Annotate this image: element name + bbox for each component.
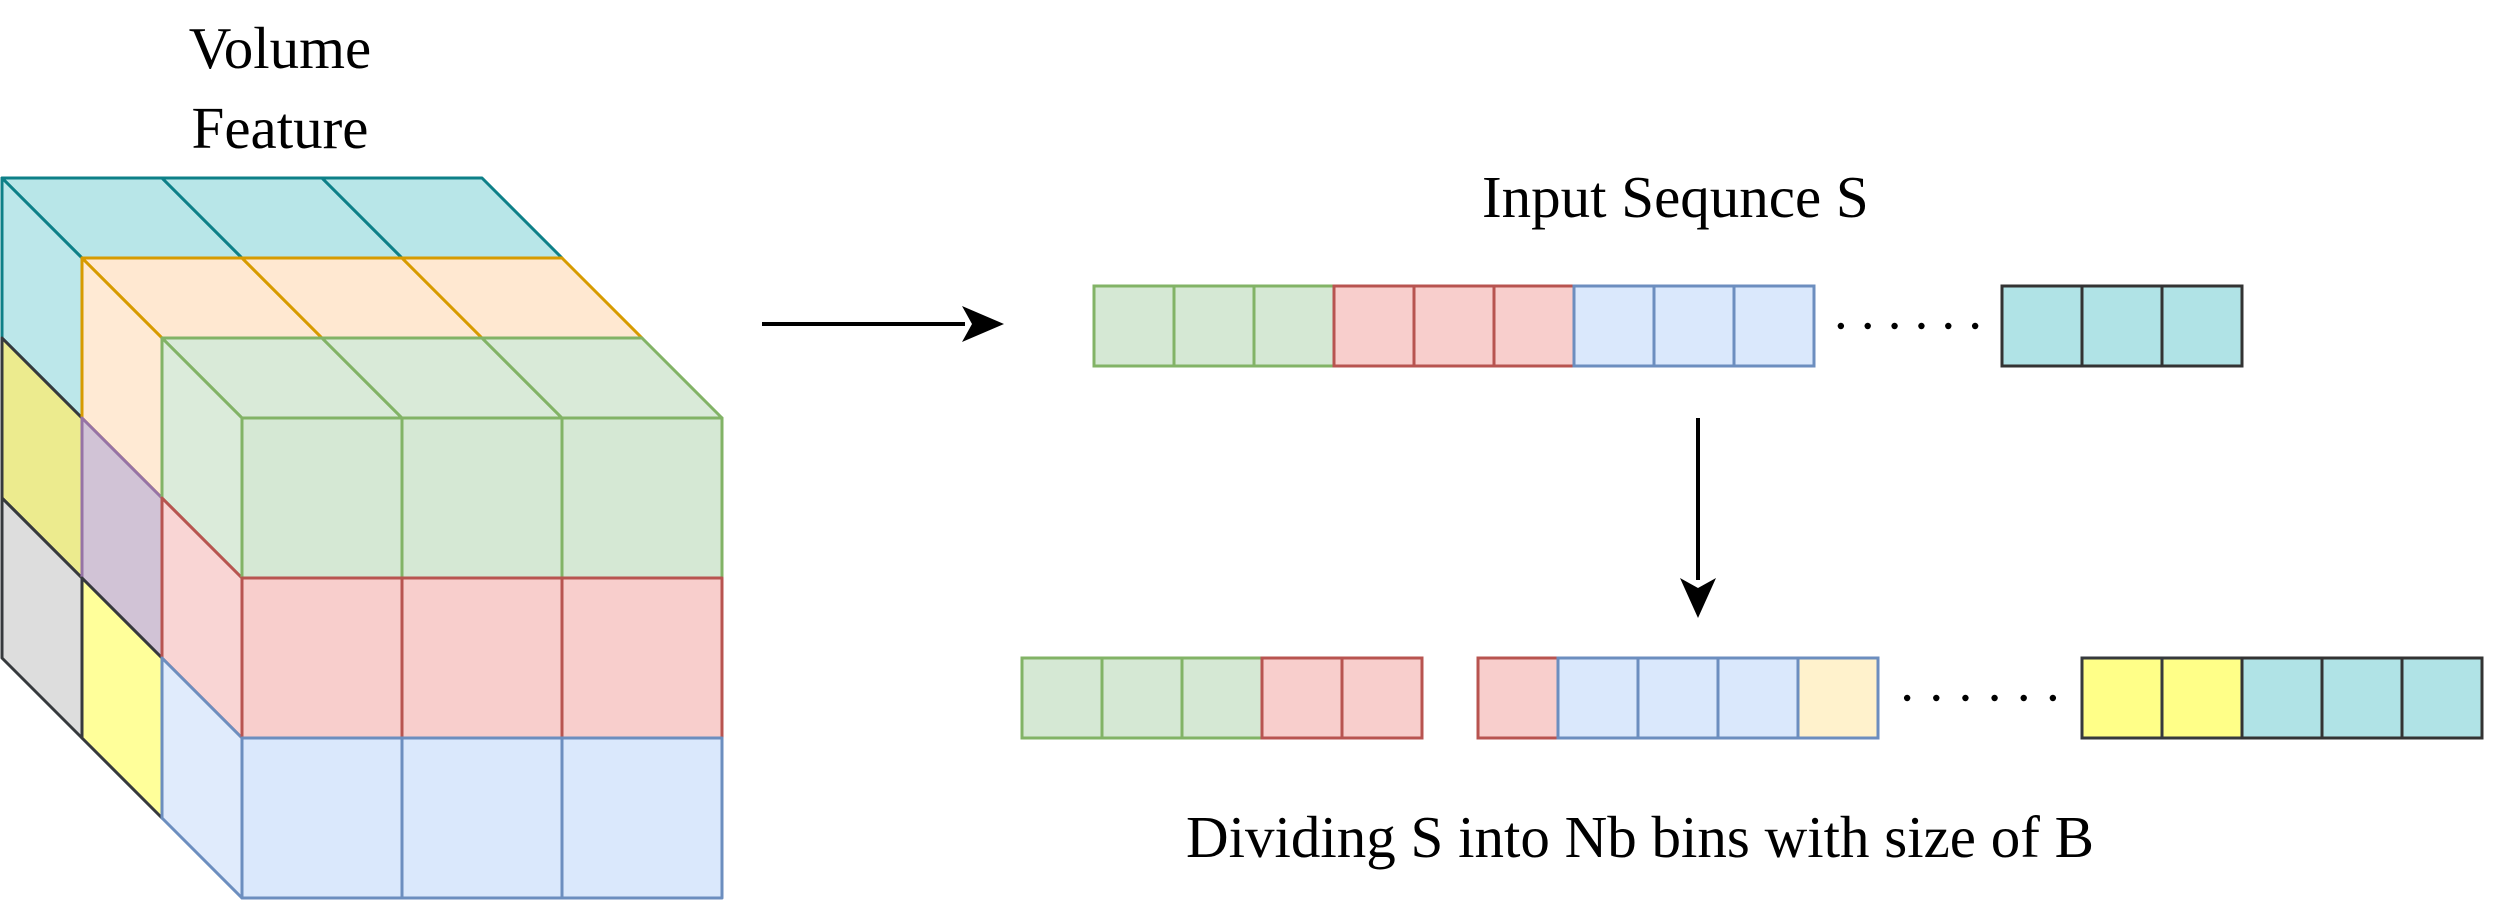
input-sequence	[1092, 284, 2244, 368]
cube-front-cell	[240, 736, 404, 900]
sequence-cell	[1092, 284, 1176, 368]
dividing-label: Dividing S into Nb bins with size of B	[1186, 804, 2094, 870]
ellipsis-dot	[1971, 322, 1979, 330]
ellipsis-dot	[1933, 694, 1940, 702]
sequence-cell	[1796, 656, 1880, 740]
sequence-cell	[1572, 284, 1656, 368]
sequence-cell	[1020, 656, 1104, 740]
cube-front-cell	[400, 736, 564, 900]
sequence-cell	[2240, 656, 2324, 740]
cube-front-cell	[400, 416, 564, 580]
cube-front-cell	[240, 416, 404, 580]
ellipsis-dot	[1837, 322, 1845, 330]
sequence-cell	[2160, 284, 2244, 368]
sequence-cell	[1180, 656, 1264, 740]
sequence-cell	[1716, 656, 1800, 740]
sequence-cell	[2160, 656, 2244, 740]
sequence-cell	[1412, 284, 1496, 368]
ellipsis-dot	[1962, 694, 1969, 702]
cube-front-cell	[400, 576, 564, 740]
ellipsis-dot	[1918, 322, 1925, 330]
sequence-cell	[1636, 656, 1720, 740]
ellipsis-dot	[1891, 322, 1898, 330]
volume-label-line2: Feature	[191, 95, 369, 161]
sequence-cell	[1492, 284, 1576, 368]
sequence-cell	[2000, 284, 2084, 368]
cube-front-cell	[560, 576, 724, 740]
sequence-cell	[1252, 284, 1336, 368]
binned-sequence	[1020, 656, 2484, 740]
sequence-cell	[1100, 656, 1184, 740]
volume-feature-label: Volume Feature	[170, 8, 390, 168]
cube-front-cell	[240, 576, 404, 740]
sequence-cell	[1332, 284, 1416, 368]
ellipsis-dot	[1945, 322, 1952, 330]
ellipsis-dot	[1991, 694, 1998, 702]
ellipsis-dot	[1864, 322, 1871, 330]
ellipsis-dot	[2049, 694, 2057, 702]
ellipsis-dot	[2020, 694, 2027, 702]
sequence-cell	[2080, 656, 2164, 740]
sequence-cell	[1476, 656, 1560, 740]
sequence-cell	[2400, 656, 2484, 740]
sequence-cell	[2320, 656, 2404, 740]
sequence-cell	[1172, 284, 1256, 368]
volume-label-line1: Volume	[188, 15, 372, 81]
sequence-cell	[1340, 656, 1424, 740]
sequence-cell	[1260, 656, 1344, 740]
sequence-cell	[2080, 284, 2164, 368]
sequence-cell	[1556, 656, 1640, 740]
ellipsis-dot	[1903, 694, 1911, 702]
arrow-to-input-sequence	[762, 306, 1004, 342]
sequence-cell	[1732, 284, 1816, 368]
arrow-to-binned-sequence	[1680, 418, 1716, 618]
volume-feature-cube	[0, 176, 724, 900]
input-sequence-label: Input Sequnce S	[1482, 164, 1869, 230]
cube-front-cell	[560, 416, 724, 580]
sequence-cell	[1652, 284, 1736, 368]
cube-front-cell	[560, 736, 724, 900]
